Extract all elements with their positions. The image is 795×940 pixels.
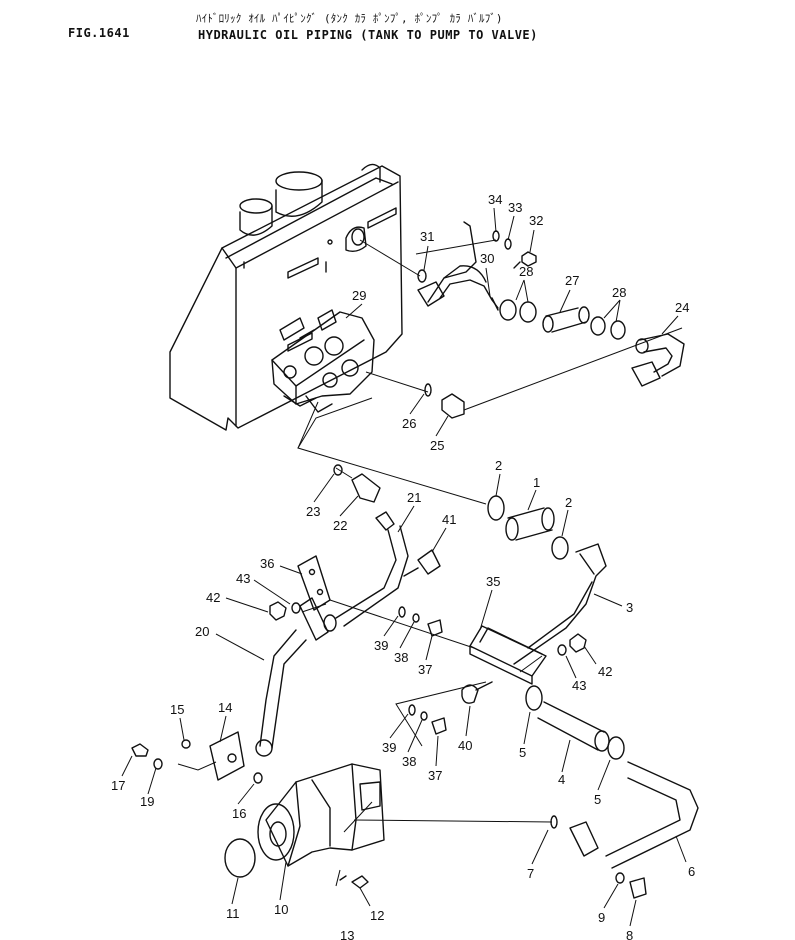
- callout-19: 19: [140, 794, 154, 809]
- fasteners: [269, 601, 587, 735]
- callout-40: 40: [458, 738, 472, 753]
- callout-leaders: [121, 207, 687, 927]
- callout-labels: 1 2 2 3 4 5 5 6 7 8 9 10 11 12 13 14 15 …: [111, 192, 695, 940]
- figure-number: FIG.1641: [68, 26, 130, 40]
- pipe-21-assembly: [297, 511, 547, 685]
- callout-38b: 38: [402, 754, 416, 769]
- callout-42a: 42: [206, 590, 220, 605]
- callout-5b: 5: [594, 792, 601, 807]
- callout-17: 17: [111, 778, 125, 793]
- callout-39b: 39: [382, 740, 396, 755]
- callout-10: 10: [274, 902, 288, 917]
- callout-35: 35: [486, 574, 500, 589]
- callout-27: 27: [565, 273, 579, 288]
- leader-lines: [177, 239, 683, 887]
- callout-30: 30: [480, 251, 494, 266]
- title-english: HYDRAULIC OIL PIPING (TANK TO PUMP TO VA…: [198, 28, 538, 42]
- callout-28b: 28: [612, 285, 626, 300]
- control-valve: [271, 309, 375, 413]
- callout-39a: 39: [374, 638, 388, 653]
- callout-24: 24: [675, 300, 689, 315]
- callout-42b: 42: [598, 664, 612, 679]
- pump-suction-pipe: [131, 629, 307, 784]
- callout-15: 15: [170, 702, 184, 717]
- callout-36: 36: [260, 556, 274, 571]
- callout-33: 33: [508, 200, 522, 215]
- callout-43b: 43: [572, 678, 586, 693]
- callout-31: 31: [420, 229, 434, 244]
- callout-12: 12: [370, 908, 384, 923]
- callout-2b: 2: [565, 495, 572, 510]
- callout-21: 21: [407, 490, 421, 505]
- callout-37a: 37: [418, 662, 432, 677]
- hydraulic-tank: [169, 163, 403, 431]
- callout-20: 20: [195, 624, 209, 639]
- callout-25: 25: [430, 438, 444, 453]
- lower-hose-assembly: [461, 681, 699, 899]
- callout-37b: 37: [428, 768, 442, 783]
- callout-26: 26: [402, 416, 416, 431]
- callout-4: 4: [558, 772, 565, 787]
- pressure-switch: [333, 464, 381, 503]
- callout-14: 14: [218, 700, 232, 715]
- callout-6: 6: [688, 864, 695, 879]
- callout-38a: 38: [394, 650, 408, 665]
- callout-43a: 43: [236, 571, 250, 586]
- callout-1: 1: [533, 475, 540, 490]
- title-japanese: ﾊｲﾄﾞﾛﾘｯｸ ｵｲﾙ ﾊﾟｲﾋﾟﾝｸﾞ (ﾀﾝｸ ｶﾗ ﾎﾟﾝﾌﾟ, ﾎﾟﾝ…: [196, 12, 503, 25]
- callout-9: 9: [598, 910, 605, 925]
- suction-hose-assembly: [487, 495, 607, 665]
- callout-28a: 28: [519, 264, 533, 279]
- callout-3: 3: [626, 600, 633, 615]
- callout-32: 32: [529, 213, 543, 228]
- callout-2a: 2: [495, 458, 502, 473]
- callout-11: 11: [226, 906, 240, 921]
- callout-29: 29: [352, 288, 366, 303]
- callout-8: 8: [626, 928, 633, 940]
- hydraulic-pump: [224, 763, 385, 889]
- callout-7: 7: [527, 866, 534, 881]
- callout-23: 23: [306, 504, 320, 519]
- callout-16: 16: [232, 806, 246, 821]
- callout-22: 22: [333, 518, 347, 533]
- callout-5a: 5: [519, 745, 526, 760]
- callout-41: 41: [442, 512, 456, 527]
- upper-return-line: [417, 221, 685, 419]
- callout-13: 13: [340, 928, 354, 940]
- callout-34: 34: [488, 192, 502, 207]
